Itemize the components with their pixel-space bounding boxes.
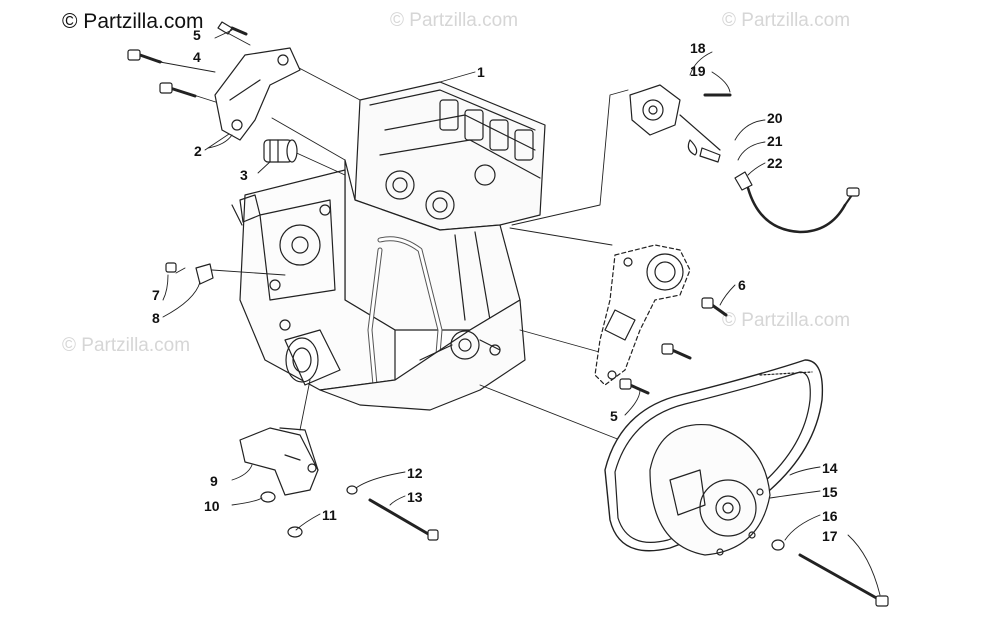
callout-14[interactable]: 14	[822, 460, 838, 476]
callout-1[interactable]: 1	[477, 64, 485, 80]
callout-5[interactable]: 5	[610, 408, 618, 424]
callout-16[interactable]: 16	[822, 508, 838, 524]
callout-19[interactable]: 19	[690, 63, 706, 79]
callout-8[interactable]: 8	[152, 310, 160, 326]
engine-mount-plate-right	[594, 244, 691, 386]
sensor-assembly	[629, 84, 860, 234]
watermark: © Partzilla.com	[390, 10, 519, 31]
callout-20[interactable]: 20	[767, 110, 783, 126]
bolts-upper-left	[127, 21, 248, 98]
callout-2[interactable]: 2	[194, 143, 202, 159]
callout-12[interactable]: 12	[407, 465, 423, 481]
engine-mount-bracket-upper	[214, 47, 301, 141]
callout-leaders	[152, 29, 881, 596]
mount-bushing	[263, 139, 298, 163]
callout-7[interactable]: 7	[152, 287, 160, 303]
drive-clutch-and-belt	[604, 359, 889, 607]
watermark: © Partzilla.com	[722, 10, 851, 31]
watermark: © Partzilla.com	[62, 335, 191, 356]
callout-5-upper[interactable]: 5	[193, 27, 201, 43]
watermark: © Partzilla.com	[722, 310, 851, 331]
callout-10[interactable]: 10	[204, 498, 220, 514]
engine-assembly	[231, 81, 546, 411]
callout-15[interactable]: 15	[822, 484, 838, 500]
watermark-main: © Partzilla.com	[62, 10, 204, 33]
callout-4[interactable]: 4	[193, 49, 201, 65]
sensor-fitting-left	[165, 262, 214, 285]
callout-22[interactable]: 22	[767, 155, 783, 171]
callout-11[interactable]: 11	[322, 507, 337, 523]
callout-21[interactable]: 21	[767, 133, 783, 149]
bolts-right	[619, 297, 728, 395]
callout-9[interactable]: 9	[210, 473, 218, 489]
callout-3[interactable]: 3	[240, 167, 248, 183]
callout-17[interactable]: 17	[822, 528, 838, 544]
callout-18[interactable]: 18	[690, 40, 706, 56]
leader-lines	[159, 29, 629, 441]
callout-6[interactable]: 6	[738, 277, 746, 293]
callout-13[interactable]: 13	[407, 489, 423, 505]
engine-mount-lower	[239, 427, 439, 541]
